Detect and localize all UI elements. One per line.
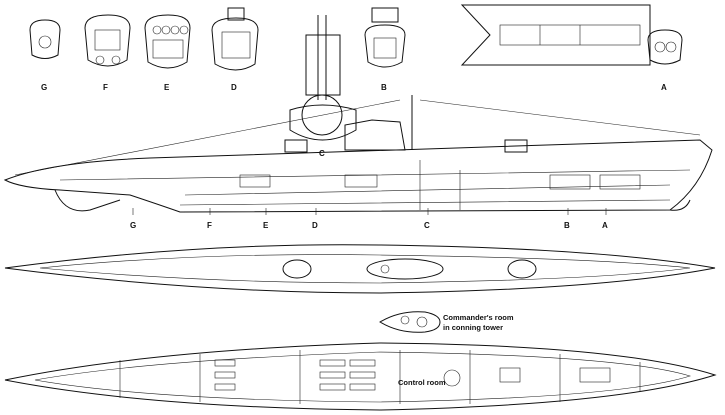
section-label-d: D [231, 83, 237, 92]
cross-section-d: D [211, 7, 259, 92]
marker-e: E [263, 221, 269, 230]
interior-plan-view: Control room [4, 342, 717, 411]
section-label-f: F [103, 83, 108, 92]
section-label-g: G [41, 83, 47, 92]
marker-a: A [602, 221, 608, 230]
deck-plan-strip [460, 4, 651, 66]
section-label-b: B [381, 83, 387, 92]
section-markers: G F E D C B A [130, 208, 608, 230]
cross-section-b: B [364, 7, 406, 92]
cross-section-f: F [84, 14, 131, 92]
marker-f: F [207, 221, 212, 230]
marker-d: D [312, 221, 318, 230]
cross-section-a: A [647, 29, 683, 92]
commanders-room-plan: Commander's room in conning tower [379, 311, 514, 333]
cross-section-e: E [144, 14, 191, 92]
cross-section-c: C [289, 15, 357, 158]
side-elevation [3, 95, 713, 213]
marker-b: B [564, 221, 570, 230]
section-label-c: C [319, 149, 325, 158]
section-label-a: A [661, 83, 667, 92]
commanders-room-label-2: in conning tower [443, 323, 503, 332]
marker-g: G [130, 221, 136, 230]
commanders-room-label-1: Commander's room [443, 313, 514, 322]
section-label-e: E [164, 83, 170, 92]
marker-c: C [424, 221, 430, 230]
cross-section-g: G [29, 19, 61, 92]
deck-plan-view [4, 244, 716, 294]
control-room-label: Control room [398, 378, 446, 387]
